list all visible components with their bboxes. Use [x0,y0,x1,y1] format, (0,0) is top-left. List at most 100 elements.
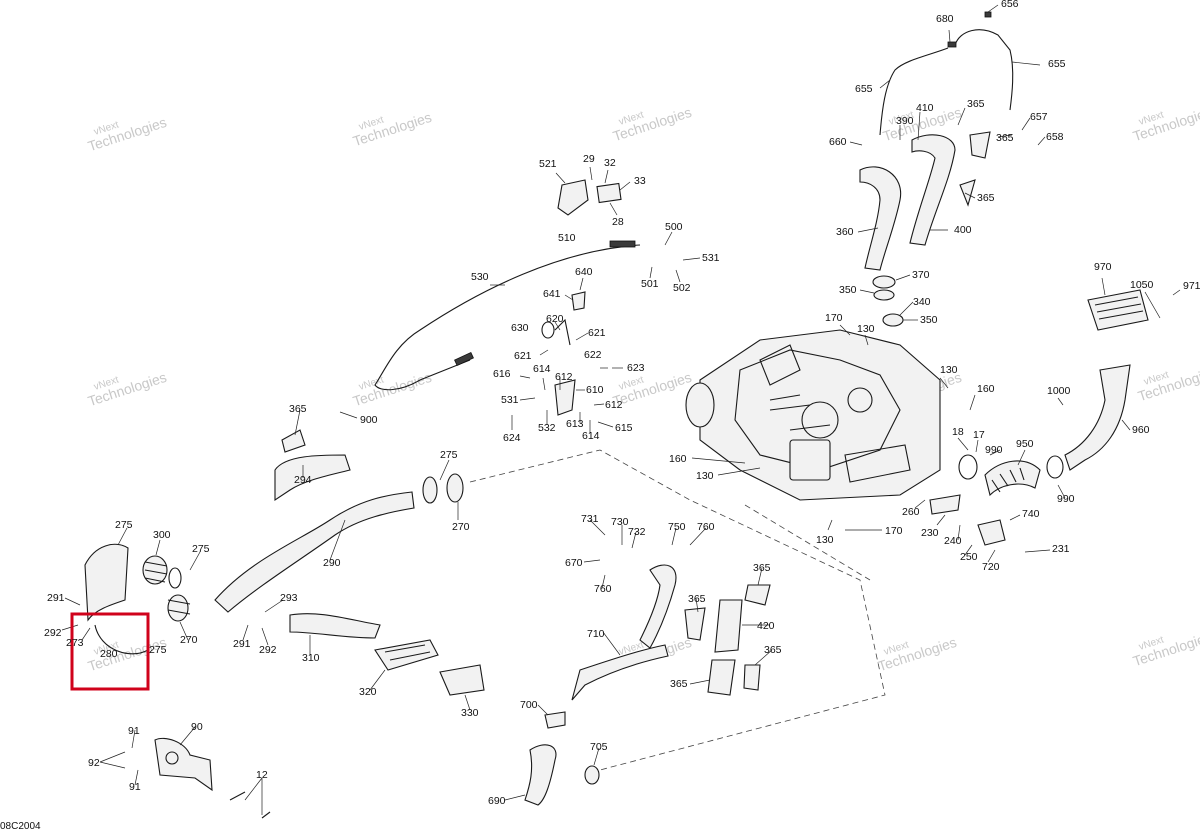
callout-613[interactable]: 613 [566,418,584,430]
callout-400[interactable]: 400 [954,224,972,236]
callout-365[interactable]: 365 [670,678,688,690]
callout-660[interactable]: 660 [829,136,847,148]
callout-91[interactable]: 91 [129,781,141,793]
callout-705[interactable]: 705 [590,741,608,753]
callout-616[interactable]: 616 [493,368,511,380]
callout-275[interactable]: 275 [440,449,458,461]
callout-273[interactable]: 273 [66,637,84,649]
callout-365[interactable]: 365 [764,644,782,656]
callout-270[interactable]: 270 [180,634,198,646]
callout-531[interactable]: 531 [501,394,519,406]
callout-657[interactable]: 657 [1030,111,1048,123]
callout-330[interactable]: 330 [461,707,479,719]
callout-502[interactable]: 502 [673,282,691,294]
callout-280[interactable]: 280 [100,648,118,660]
callout-390[interactable]: 390 [896,115,914,127]
callout-621[interactable]: 621 [588,327,606,339]
callout-990[interactable]: 990 [1057,493,1075,505]
callout-230[interactable]: 230 [921,527,939,539]
callout-160[interactable]: 160 [669,453,687,465]
callout-170[interactable]: 170 [825,312,843,324]
callout-960[interactable]: 960 [1132,424,1150,436]
callout-292[interactable]: 292 [44,627,62,639]
callout-623[interactable]: 623 [627,362,645,374]
callout-610[interactable]: 610 [586,384,604,396]
callout-420[interactable]: 420 [757,620,775,632]
callout-615[interactable]: 615 [615,422,633,434]
callout-521[interactable]: 521 [539,158,557,170]
callout-620[interactable]: 620 [546,313,564,325]
callout-532[interactable]: 532 [538,422,556,434]
callout-90[interactable]: 90 [191,721,203,733]
callout-614[interactable]: 614 [533,363,551,375]
callout-275[interactable]: 275 [115,519,133,531]
callout-370[interactable]: 370 [912,269,930,281]
callout-29[interactable]: 29 [583,153,595,165]
callout-612[interactable]: 612 [555,371,573,383]
callout-170[interactable]: 170 [885,525,903,537]
callout-130[interactable]: 130 [816,534,834,546]
callout-240[interactable]: 240 [944,535,962,547]
callout-530[interactable]: 530 [471,271,489,283]
callout-720[interactable]: 720 [982,561,1000,573]
callout-410[interactable]: 410 [916,102,934,114]
callout-750[interactable]: 750 [668,521,686,533]
callout-950[interactable]: 950 [1016,438,1034,450]
callout-360[interactable]: 360 [836,226,854,238]
callout-612[interactable]: 612 [605,399,623,411]
callout-130[interactable]: 130 [940,364,958,376]
callout-1000[interactable]: 1000 [1047,385,1071,397]
callout-624[interactable]: 624 [503,432,521,444]
callout-640[interactable]: 640 [575,266,593,278]
callout-350[interactable]: 350 [920,314,938,326]
callout-531[interactable]: 531 [702,252,720,264]
callout-656[interactable]: 656 [1001,0,1019,10]
callout-732[interactable]: 732 [628,526,646,538]
callout-17[interactable]: 17 [973,429,985,441]
callout-970[interactable]: 970 [1094,261,1112,273]
callout-760[interactable]: 760 [697,521,715,533]
callout-290[interactable]: 290 [323,557,341,569]
callout-291[interactable]: 291 [47,592,65,604]
callout-28[interactable]: 28 [612,216,624,228]
callout-12[interactable]: 12 [256,769,268,781]
callout-310[interactable]: 310 [302,652,320,664]
callout-270[interactable]: 270 [452,521,470,533]
callout-250[interactable]: 250 [960,551,978,563]
callout-275[interactable]: 275 [149,644,167,656]
callout-32[interactable]: 32 [604,157,616,169]
callout-501[interactable]: 501 [641,278,659,290]
callout-731[interactable]: 731 [581,513,599,525]
callout-710[interactable]: 710 [587,628,605,640]
callout-260[interactable]: 260 [902,506,920,518]
callout-294[interactable]: 294 [294,474,312,486]
callout-130[interactable]: 130 [696,470,714,482]
callout-1050[interactable]: 1050 [1130,279,1154,291]
callout-91[interactable]: 91 [128,725,140,737]
callout-655[interactable]: 655 [1048,58,1066,70]
callout-292[interactable]: 292 [259,644,277,656]
callout-621[interactable]: 621 [514,350,532,362]
callout-641[interactable]: 641 [543,288,561,300]
callout-680[interactable]: 680 [936,13,954,25]
callout-740[interactable]: 740 [1022,508,1040,520]
callout-275[interactable]: 275 [192,543,210,555]
callout-350[interactable]: 350 [839,284,857,296]
callout-614[interactable]: 614 [582,430,600,442]
callout-670[interactable]: 670 [565,557,583,569]
callout-700[interactable]: 700 [520,699,538,711]
callout-365[interactable]: 365 [688,593,706,605]
callout-18[interactable]: 18 [952,426,964,438]
callout-630[interactable]: 630 [511,322,529,334]
callout-990[interactable]: 990 [985,444,1003,456]
callout-690[interactable]: 690 [488,795,506,807]
callout-900[interactable]: 900 [360,414,378,426]
callout-730[interactable]: 730 [611,516,629,528]
callout-622[interactable]: 622 [584,349,602,361]
callout-760[interactable]: 760 [594,583,612,595]
callout-365[interactable]: 365 [996,132,1014,144]
callout-340[interactable]: 340 [913,296,931,308]
callout-365[interactable]: 365 [753,562,771,574]
callout-365[interactable]: 365 [967,98,985,110]
callout-658[interactable]: 658 [1046,131,1064,143]
